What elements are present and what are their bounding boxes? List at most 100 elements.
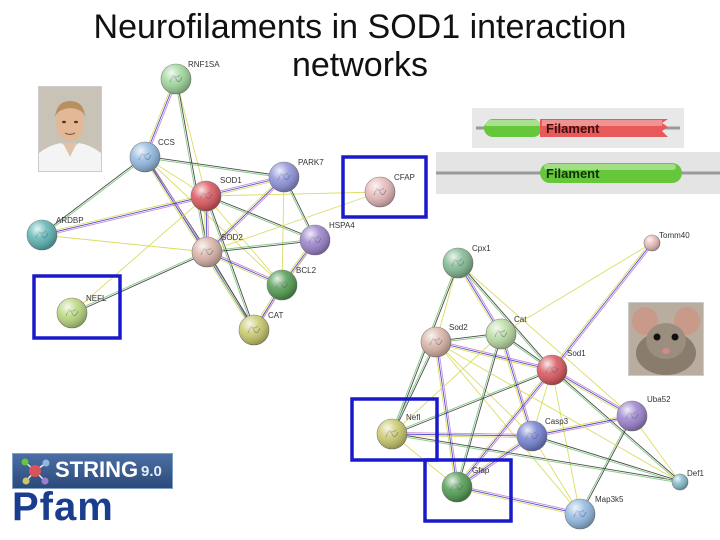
- node-gfap[interactable]: Gfap: [441, 466, 490, 503]
- node-tomm40[interactable]: Tomm40: [643, 231, 690, 252]
- node-bcl2[interactable]: BCL2: [266, 266, 317, 301]
- node-sheen: [239, 315, 269, 345]
- node-ccs[interactable]: CCS: [129, 138, 175, 173]
- edge-sod1-def1: [552, 369, 681, 482]
- node-casp3[interactable]: Casp3: [516, 417, 569, 452]
- node-sheen: [365, 177, 395, 207]
- filament-label-top: Filament: [546, 121, 600, 136]
- edge-cfap-sod2: [206, 191, 381, 253]
- slide-title: Neurofilaments in SOD1 interaction netwo…: [93, 8, 627, 84]
- edge-sod1-ardbp: [41, 194, 206, 234]
- edge-uba52-map3k5: [580, 416, 634, 515]
- node-label: Uba52: [647, 395, 671, 404]
- edge-sod1-bcl2: [205, 195, 283, 286]
- filament-domain-red: [540, 119, 668, 137]
- edge-tomm40-sod1: [551, 242, 653, 371]
- node-hspa4[interactable]: HSPA4: [299, 221, 355, 256]
- edge-casp3-def1: [531, 436, 680, 484]
- node-cfap[interactable]: CFAP: [364, 173, 415, 208]
- node-sheen: [130, 142, 160, 172]
- node-sheen: [443, 248, 473, 278]
- node-sheen: [192, 237, 222, 267]
- node-sheen: [672, 474, 688, 490]
- filament-label-bottom: Filament: [546, 166, 600, 181]
- string-logo-version: 9.0: [141, 463, 162, 480]
- node-label: PARK7: [298, 158, 324, 167]
- node-nefl[interactable]: NEFL: [56, 294, 107, 329]
- pfam-domain-top: Filament: [472, 108, 684, 148]
- edge-sod1-def1: [551, 370, 680, 483]
- human-photo: [38, 86, 102, 172]
- node-label: Cpx1: [472, 244, 491, 253]
- edge-uba52-map3k5: [578, 415, 632, 514]
- edge-sod2-gfap: [435, 341, 458, 488]
- edge-sod1-gfap: [457, 370, 554, 489]
- node-label: SOD2: [221, 233, 243, 242]
- edge-tomm40-cat: [500, 242, 653, 335]
- edge-sod1-nefl: [392, 370, 553, 436]
- edge-sod1-gfap: [455, 368, 552, 487]
- node-label: Cat: [514, 315, 527, 324]
- filament-domain-green: [484, 119, 542, 137]
- node-sod1[interactable]: SOD1: [190, 176, 242, 212]
- mouse-portrait-icon: [629, 303, 703, 375]
- node-nefl[interactable]: Nefl: [376, 413, 420, 450]
- node-label: Sod2: [449, 323, 468, 332]
- person-portrait-icon: [39, 87, 101, 171]
- node-sod2[interactable]: SOD2: [191, 233, 243, 268]
- node-sheen: [644, 235, 660, 251]
- edge-nefl-casp3: [391, 435, 532, 439]
- edge-sod2-nefl: [72, 252, 208, 315]
- edge-sod2-nefl: [392, 342, 438, 435]
- edge-ccs-park7: [144, 157, 284, 179]
- filament-domain-green-long: [540, 163, 682, 183]
- pfam-logo: Pfam: [12, 485, 114, 529]
- edge-ccs-park7: [145, 155, 285, 177]
- node-sod2[interactable]: Sod2: [420, 323, 468, 358]
- edge-uba52-casp3: [531, 413, 632, 435]
- edge-sod1-hspa4: [205, 196, 315, 242]
- node-rnf1sa[interactable]: RNF1SA: [160, 60, 220, 95]
- edge-sod1-uba52: [552, 368, 634, 416]
- node-label: CCS: [158, 138, 175, 147]
- edge-sod2-gfap: [437, 341, 460, 487]
- edge-cpx1-sod1: [458, 262, 553, 370]
- node-label: Sod1: [567, 349, 586, 358]
- edge-tomm40-sod1: [550, 241, 652, 370]
- node-park7[interactable]: PARK7: [268, 158, 324, 193]
- edge-casp3-def1: [532, 434, 681, 482]
- node-label: RNF1SA: [188, 60, 220, 69]
- node-label: NEFL: [86, 294, 107, 303]
- node-sheen: [537, 355, 567, 385]
- edge-sod1-ardbp: [41, 195, 207, 236]
- node-def1[interactable]: Def1: [671, 469, 704, 491]
- node-uba52[interactable]: Uba52: [616, 395, 671, 432]
- edge-sod1-nefl: [71, 195, 207, 314]
- highlight-box-nefl: [32, 274, 122, 340]
- edge-ccs-bcl2: [144, 156, 283, 286]
- node-map3k5[interactable]: Map3k5: [564, 495, 624, 530]
- node-sod1[interactable]: Sod1: [536, 349, 586, 386]
- highlight-box-cfap: [341, 155, 428, 219]
- node-sheen: [161, 64, 191, 94]
- node-label: CAT: [268, 311, 284, 320]
- string-logo: STRING 9.0: [12, 453, 173, 489]
- edge-rnf1sa-sod2: [176, 78, 209, 252]
- edge-cat-nefl: [391, 333, 502, 435]
- node-cat[interactable]: CAT: [238, 311, 284, 346]
- node-label: Casp3: [545, 417, 569, 426]
- edge-sod1-map3k5: [551, 369, 581, 515]
- node-cat[interactable]: Cat: [485, 315, 527, 350]
- node-cpx1[interactable]: Cpx1: [442, 244, 491, 279]
- node-sheen: [57, 298, 87, 328]
- pfam-domain-bottom: Filament: [436, 152, 720, 194]
- node-sheen: [269, 162, 299, 192]
- node-sheen: [267, 270, 297, 300]
- node-label: Def1: [687, 469, 704, 478]
- edge-sod1-ardbp: [42, 197, 207, 237]
- node-sheen: [617, 401, 647, 431]
- edge-park7-sod2: [205, 175, 284, 252]
- node-ardbp[interactable]: ARDBP: [26, 216, 84, 251]
